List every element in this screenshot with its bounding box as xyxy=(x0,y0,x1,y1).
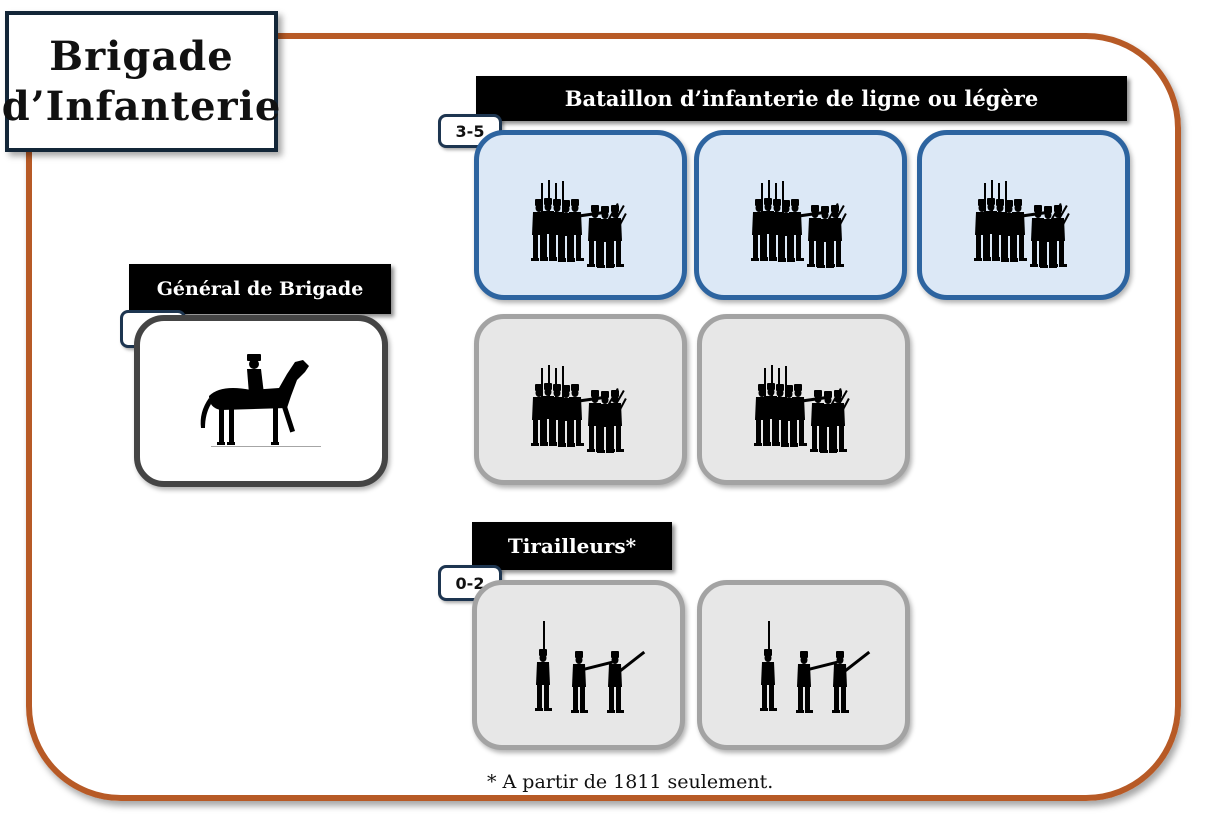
skirmishers-banner-label: Tirailleurs* xyxy=(507,534,637,558)
skirmishers-card-optional-1 xyxy=(472,580,685,750)
general-card xyxy=(134,315,388,487)
battalion-banner: Bataillon d’infanterie de ligne ou légèr… xyxy=(476,76,1127,121)
battalion-card-required-2 xyxy=(694,130,907,300)
footnote: * A partir de 1811 seulement. xyxy=(487,771,774,793)
infantry-line-icon xyxy=(729,345,879,455)
skirmishers-count: 0-2 xyxy=(455,573,485,593)
skirmishers-banner: Tirailleurs* xyxy=(472,522,672,570)
battalion-card-required-3 xyxy=(917,130,1130,300)
skirmishers-icon xyxy=(504,610,654,720)
battalion-count: 3-5 xyxy=(455,121,485,141)
infantry-line-icon xyxy=(506,345,656,455)
battalion-card-optional-2 xyxy=(697,314,910,485)
infantry-line-icon xyxy=(726,160,876,270)
battalion-banner-label: Bataillon d’infanterie de ligne ou légèr… xyxy=(564,86,1039,111)
infantry-line-icon xyxy=(506,160,656,270)
mounted-officer-icon xyxy=(200,354,321,447)
general-banner-label: Général de Brigade xyxy=(156,278,364,300)
brigade-frame xyxy=(26,33,1181,801)
general-banner: Général de Brigade xyxy=(129,264,391,314)
battalion-card-required-1 xyxy=(474,130,687,300)
title-line-2: d’Infanterie xyxy=(1,82,282,130)
title-line-1: Brigade xyxy=(49,32,234,80)
infantry-line-icon xyxy=(949,160,1099,270)
title-box: Brigade d’Infanterie xyxy=(2,11,280,152)
skirmishers-icon xyxy=(729,610,879,720)
skirmishers-card-optional-2 xyxy=(697,580,910,750)
battalion-card-optional-1 xyxy=(474,314,687,485)
